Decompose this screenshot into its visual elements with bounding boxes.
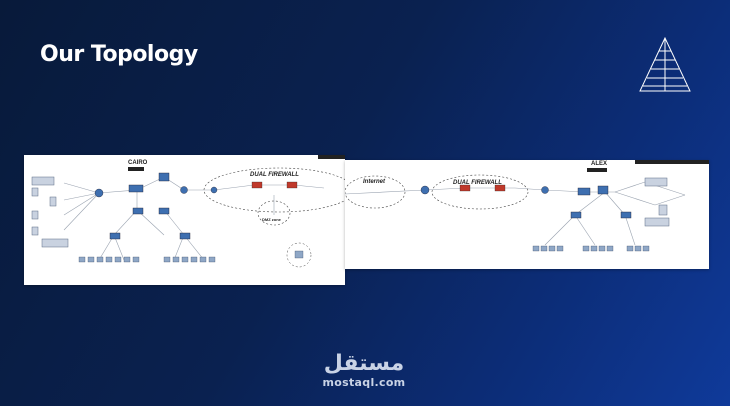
cairo-workstations <box>78 256 216 263</box>
watermark-url: mostaql.com <box>322 376 406 389</box>
cairo-topology-panel: CAIRO <box>24 155 345 285</box>
alex-topology-diagram: Internet DUAL FIREWALL ALEX <box>345 160 709 252</box>
internet-label: Internet <box>363 179 386 185</box>
alex-server-cluster <box>644 177 670 227</box>
internet-cloud <box>345 175 406 209</box>
alex-topology-panel: Internet DUAL FIREWALL ALEX <box>345 160 709 269</box>
alex-router-icons <box>420 185 632 219</box>
pyramid-logo-icon <box>639 36 691 92</box>
cairo-subnet-badge <box>128 167 144 171</box>
router-cisco-icons <box>94 172 218 240</box>
cairo-label: CAIRO <box>128 160 148 166</box>
alex-label: ALEX <box>591 161 607 167</box>
alex-dual-firewall-zone <box>431 174 529 210</box>
dmz-label: DMZ zone <box>262 217 282 222</box>
watermark-arabic-text: مستقل <box>323 351 405 376</box>
dmz-zone <box>257 200 291 226</box>
mostaql-watermark: مستقل mostaql.com <box>314 351 414 390</box>
alex-firewall-icons <box>459 184 506 192</box>
cairo-dual-firewall-label: DUAL FIREWALL <box>250 172 299 178</box>
alex-dual-firewall-label: DUAL FIREWALL <box>453 180 502 186</box>
left-server-cluster <box>31 176 69 248</box>
cairo-dual-firewall-zone <box>203 167 345 213</box>
alex-workstations <box>532 245 650 252</box>
cairo-topology-diagram: CAIRO <box>31 155 345 268</box>
alex-subnet-badge <box>587 168 607 172</box>
slide-title: Our Topology <box>40 42 198 67</box>
remote-client-zone <box>286 242 312 268</box>
cairo-firewall-icons <box>251 181 298 189</box>
